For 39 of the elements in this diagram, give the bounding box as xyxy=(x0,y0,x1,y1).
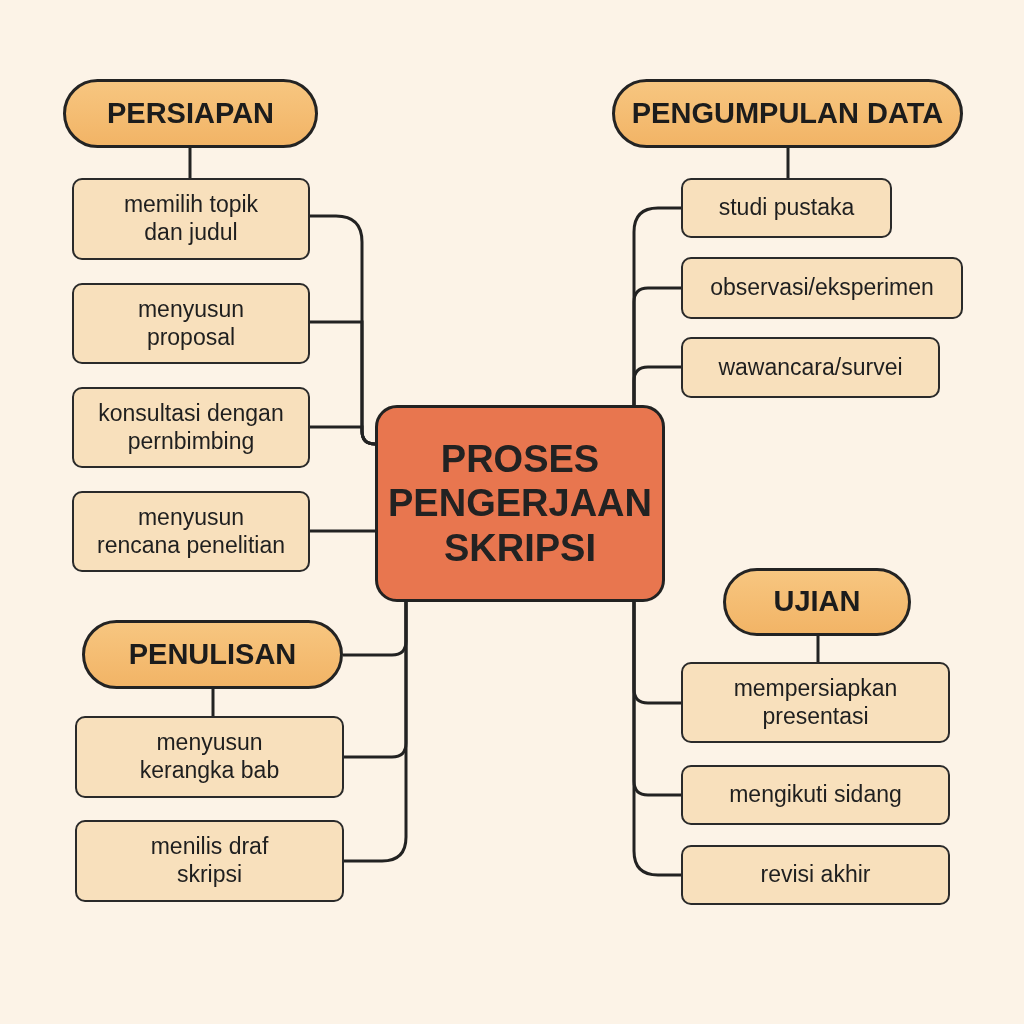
step-text: memilih topik dan judul xyxy=(122,191,260,247)
step-text: revisi akhir xyxy=(760,861,871,889)
phase-title: PERSIAPAN xyxy=(106,97,275,130)
step-text: wawancara/survei xyxy=(718,353,903,382)
phase-title: UJIAN xyxy=(773,586,861,618)
step-box xyxy=(681,178,892,238)
step-text: konsultasi dengan pernbimbing xyxy=(97,399,285,456)
step-text: menilis draf skripsi xyxy=(149,833,270,889)
step-box xyxy=(72,491,310,572)
phase-title: PENULISAN xyxy=(128,638,297,671)
connector-line xyxy=(310,529,375,533)
central-title: PROSES PENGERJAAN SKRIPSI xyxy=(387,436,653,571)
step-box xyxy=(75,716,344,798)
step-text: mempersiapkan presentasi xyxy=(732,674,899,731)
phase-title: PENGUMPULAN DATA xyxy=(631,97,944,130)
step-text: menyusun proposal xyxy=(136,295,246,352)
step-box xyxy=(681,662,950,743)
step-box xyxy=(75,820,344,902)
step-box xyxy=(681,337,940,398)
connector-line xyxy=(188,148,192,178)
step-text: menyusun rencana penelitian xyxy=(96,503,286,560)
connector-line xyxy=(816,636,820,662)
connector-line xyxy=(786,148,790,178)
connector-line xyxy=(632,602,681,877)
connector-line xyxy=(632,365,681,405)
step-text: observasi/eksperimen xyxy=(710,274,934,302)
connector-line xyxy=(211,689,215,716)
step-text: mengikuti sidang xyxy=(729,781,902,809)
step-text: studi pustaka xyxy=(718,194,855,222)
step-box xyxy=(72,283,310,364)
connector-line xyxy=(310,425,377,446)
step-box xyxy=(72,178,310,260)
step-box xyxy=(72,387,310,468)
step-box xyxy=(681,257,963,319)
step-text: menyusun kerangka bab xyxy=(138,729,281,785)
central-topic-box xyxy=(375,405,665,602)
step-box xyxy=(681,845,950,905)
connector-line xyxy=(344,602,408,863)
step-box xyxy=(681,765,950,825)
